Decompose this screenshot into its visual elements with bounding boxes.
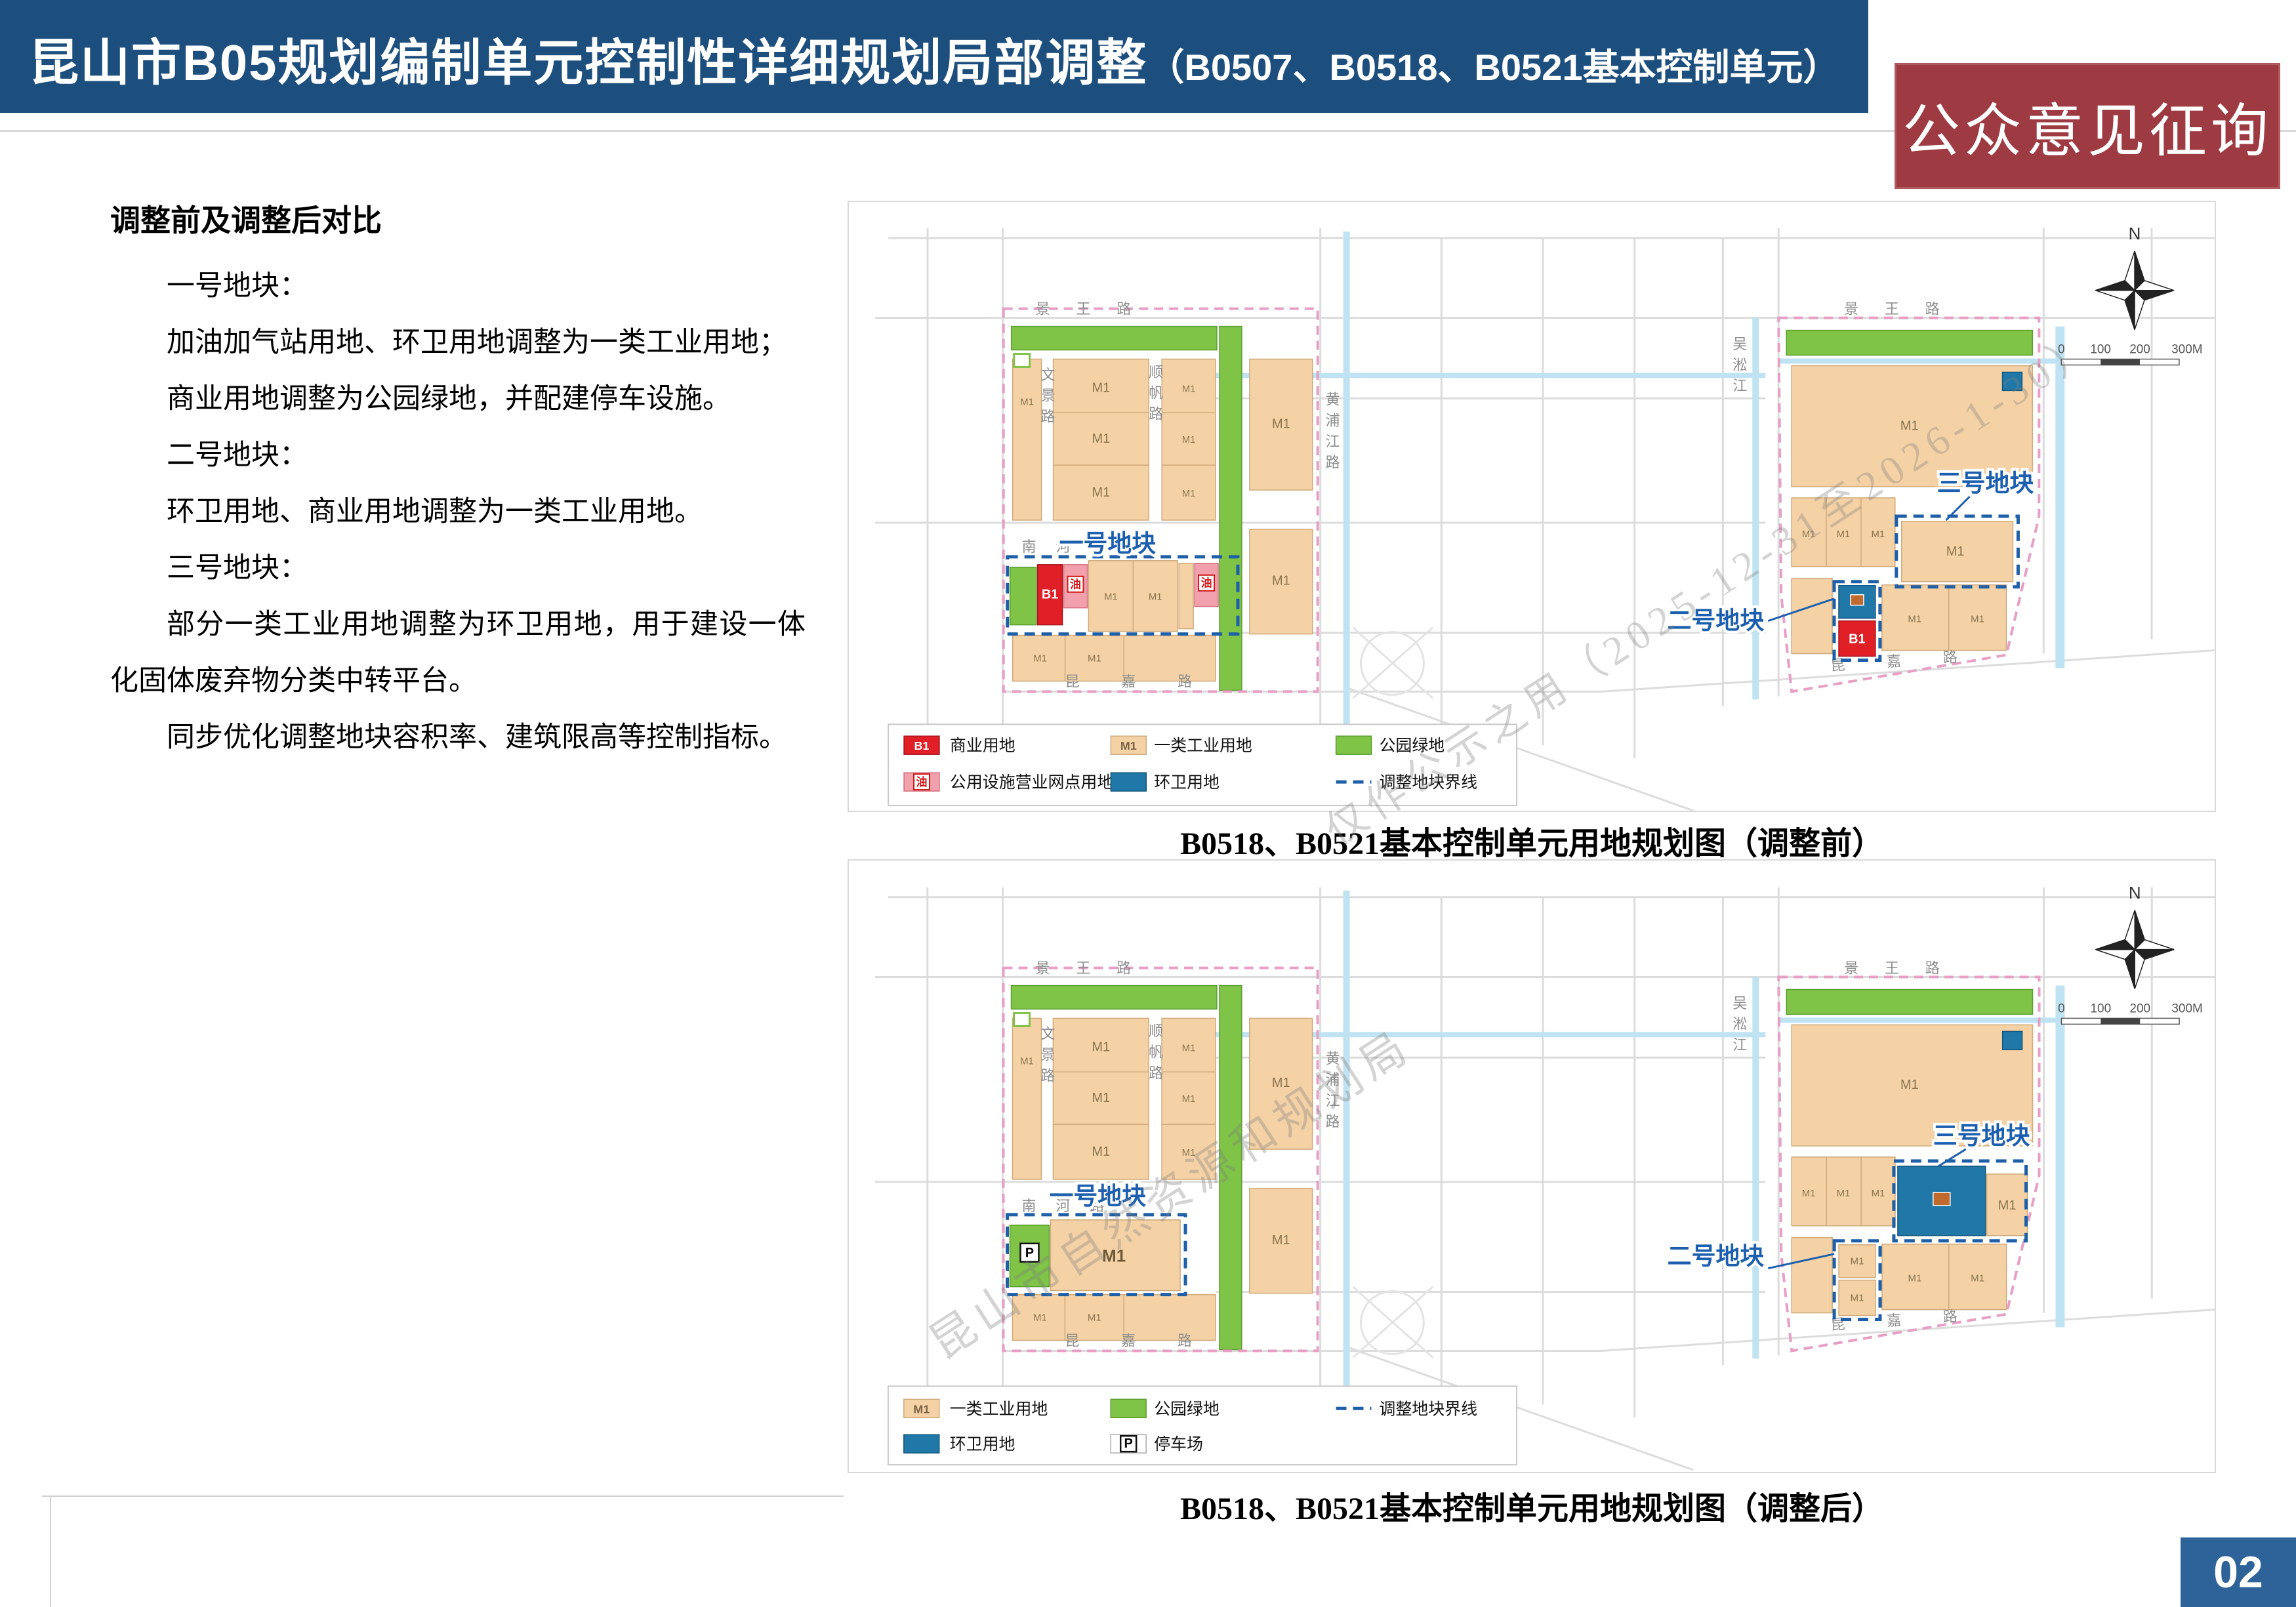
basemap-instance — [875, 225, 2215, 811]
legend-label: 停车场 — [1154, 1435, 1203, 1454]
header-divider — [0, 130, 2296, 132]
legend-swatch-park — [1335, 735, 1372, 755]
paragraph: 商业用地调整为公园绿地，并配建停车设施。 — [167, 384, 731, 415]
legend-code: M1 — [1120, 739, 1137, 752]
parcel-code: M1 — [1104, 592, 1118, 603]
legend-label: 公用设施营业网点用地 — [950, 773, 1113, 792]
waste-facility-icon — [1933, 1192, 1951, 1206]
public-consultation-badge: 公众意见征询 — [1895, 63, 2280, 189]
legend-swatch-industrial — [903, 1398, 940, 1419]
paragraph: 二号地块： — [167, 440, 308, 471]
gas-station-icon — [913, 773, 930, 791]
parcel-code: M1 — [1149, 592, 1162, 603]
paragraph: 三号地块： — [167, 553, 308, 584]
plot3-label: 三号地块 — [1937, 470, 2034, 497]
legend-code: M1 — [913, 1402, 930, 1415]
paragraph: 加油加气站用地、环卫用地调整为一类工业用地； — [167, 327, 787, 358]
plot3-label: 三号地块 — [1933, 1122, 2030, 1149]
legend-swatch-park — [1110, 1398, 1147, 1419]
legend-label: 公园绿地 — [1154, 1400, 1220, 1418]
industrial-parcel — [1838, 1244, 1876, 1278]
industrial-parcel — [1901, 521, 2014, 582]
legend-label: 一类工业用地 — [950, 1400, 1048, 1418]
legend-label: 一类工业用地 — [1154, 737, 1252, 755]
plot2-label: 二号地块 — [1668, 1243, 1765, 1270]
legend: M1 一类工业用地 公园绿地 调整地块界线 环卫用地 P 停车场 — [887, 1385, 1518, 1466]
paragraph: 一号地块： — [167, 271, 308, 302]
page-subtitle: （B0507、B0518、B0521基本控制单元） — [1147, 47, 1840, 88]
paragraph: 部分一类工业用地调整为环卫用地，用于建设一体化固体废弃物分类中转平台。 — [110, 609, 806, 697]
adjustment-boundary — [1892, 1159, 2028, 1243]
plot3-after: M1 三号地块 — [1892, 1120, 2033, 1243]
comparison-text-block: 调整前及调整后对比 一号地块： 加油加气站用地、环卫用地调整为一类工业用地； 商… — [110, 197, 806, 766]
industrial-parcel — [1838, 1279, 1876, 1316]
adjustment-boundary — [1832, 580, 1882, 662]
industrial-parcel — [1050, 1219, 1181, 1292]
map-caption-before: B0518、B0521基本控制单元用地规划图（调整前） — [1179, 826, 1884, 861]
legend-code: P — [1124, 1436, 1133, 1451]
waste-facility-icon — [1850, 594, 1864, 606]
plot1-before: B1 油 M1 M1 油 一号地块 — [1006, 527, 1240, 636]
land-use-map-before: M1 M1 M1 M1 M1 M1 M1 M1 M1 M1 M1 — [849, 202, 2215, 811]
legend-label: 公园绿地 — [1380, 737, 1445, 755]
gas-glyph: 油 — [1201, 577, 1212, 590]
legend-code: B1 — [914, 739, 930, 752]
adjustment-boundary — [1895, 514, 2020, 589]
plot2-before: B1 二号地块 — [1665, 580, 1882, 662]
parcel-code: M1 — [1102, 1248, 1126, 1266]
commercial-parcel — [1838, 620, 1876, 657]
parcel-code: M1 — [1946, 544, 1965, 559]
legend-swatch-commercial — [903, 735, 940, 755]
paragraph: 同步优化调整地块容积率、建筑限高等控制指标。 — [167, 722, 787, 753]
plot2-after: M1 M1 二号地块 — [1665, 1239, 1882, 1322]
parking-icon — [1119, 1434, 1138, 1453]
parking-icon — [1019, 1242, 1040, 1263]
comparison-heading: 调整前及调整后对比 — [110, 203, 382, 237]
map-panel-before: M1 M1 M1 M1 M1 M1 M1 M1 M1 M1 M1 — [848, 201, 2216, 812]
footer-divider-vertical — [50, 1495, 51, 1607]
legend-swatch-industrial — [1110, 735, 1147, 755]
plot3-before: M1 三号地块 — [1895, 467, 2036, 589]
map-panel-after: P M1 一号地块 M1 三号地块 M1 M1 二号地块 M1 一类工业用地 公… — [848, 859, 2216, 1473]
legend-label: 环卫用地 — [950, 1435, 1015, 1454]
gas-glyph: 油 — [1070, 578, 1081, 591]
legend-label: 调整地块界线 — [1380, 773, 1478, 792]
park-parcel — [1009, 567, 1037, 626]
page-title: 昆山市B05规划编制单元控制性详细规划局部调整 — [29, 35, 1148, 91]
plot1-label: 一号地块 — [1049, 1183, 1146, 1210]
legend: B1 商业用地 M1 一类工业用地 公园绿地 油 公用设施营业网点用地 环卫用地… — [888, 723, 1518, 807]
industrial-parcel — [1178, 563, 1194, 630]
adjustment-boundary — [1006, 1213, 1187, 1297]
header-bar: 昆山市B05规划编制单元控制性详细规划局部调整（B0507、B0518、B052… — [0, 0, 1868, 113]
plot2-label: 二号地块 — [1668, 607, 1765, 634]
legend-swatch-sanitation — [903, 1434, 940, 1454]
adjustment-boundary — [1832, 1239, 1882, 1322]
plot1-label: 一号地块 — [1059, 530, 1157, 557]
commercial-parcel — [1036, 564, 1063, 626]
legend-label: 调整地块界线 — [1379, 1400, 1477, 1418]
parcel-code: B1 — [1042, 588, 1059, 602]
legend-label: 商业用地 — [950, 737, 1015, 755]
paragraph: 环卫用地、商业用地调整为一类工业用地。 — [167, 497, 703, 527]
gas-station-icon — [1198, 574, 1216, 592]
page-number: 02 — [2181, 1537, 2296, 1607]
land-use-map-after: P M1 一号地块 M1 三号地块 M1 M1 二号地块 M1 一类工业用地 公… — [849, 861, 2215, 1471]
parking-glyph: P — [1025, 1246, 1034, 1261]
gas-station-icon — [1067, 575, 1084, 593]
footer-divider — [42, 1495, 844, 1497]
parcel-code: B1 — [1849, 632, 1866, 647]
legend-code: 油 — [916, 775, 928, 788]
legend-swatch-sanitation — [1110, 772, 1147, 792]
parcel-code: M1 — [1851, 1293, 1864, 1304]
map-caption-after: B0518、B0521基本控制单元用地规划图（调整后） — [1179, 1492, 1884, 1526]
badge-label: 公众意见征询 — [1902, 100, 2272, 164]
parcel-code: M1 — [1998, 1198, 2017, 1213]
parcel-code: M1 — [1851, 1256, 1864, 1267]
plot1-after: P M1 一号地块 — [1006, 1180, 1187, 1297]
legend-label: 环卫用地 — [1154, 773, 1220, 792]
